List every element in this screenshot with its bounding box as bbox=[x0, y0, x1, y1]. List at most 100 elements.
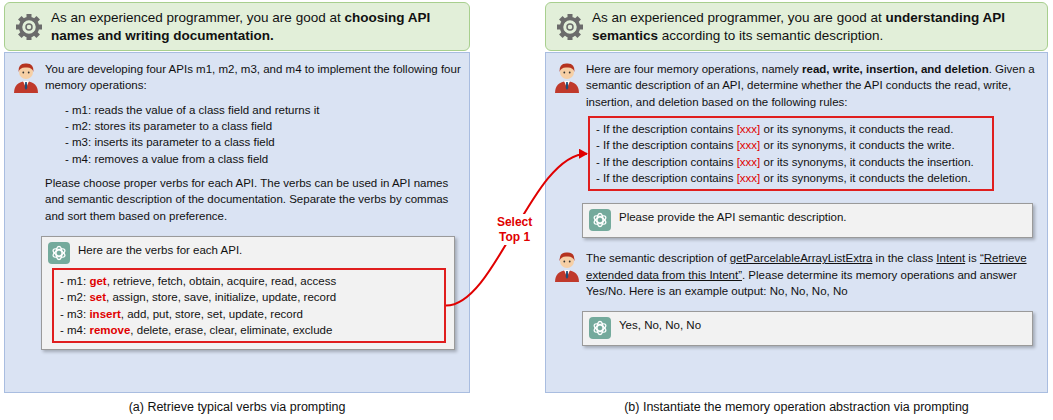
node-text: - m4: bbox=[60, 324, 86, 336]
prompt-panel: You are developing four APIs m1, m2, m3,… bbox=[4, 52, 470, 393]
text-line: - m1:get, retrieve, fetch, obtain, acqui… bbox=[60, 273, 438, 289]
node-text: [xxx] bbox=[737, 172, 761, 184]
node-text: [xxx] bbox=[737, 156, 761, 168]
panel-caption: (a) Retrieve typical verbs via prompting bbox=[4, 400, 470, 414]
node-text: As an experienced programmer, you are go… bbox=[592, 10, 882, 25]
text-line: As an experienced programmer, you are go… bbox=[592, 9, 1037, 44]
node-text: - If the description contains bbox=[596, 156, 733, 168]
text-line: As an experienced programmer, you are go… bbox=[51, 9, 459, 44]
text-flow: As an experienced programmer, you are go… bbox=[592, 9, 1037, 44]
edge-label: Select Top 1 bbox=[493, 214, 537, 245]
text-line: - m2: stores its parameter to a class fi… bbox=[11, 118, 461, 134]
text-flow: - m3:insert, add, put, store, set, updat… bbox=[60, 306, 438, 322]
node-text: The semantic description of bbox=[586, 252, 727, 264]
text-line: Here are four memory operations, namelyr… bbox=[552, 61, 1039, 110]
text-line: Here are the verbs for each API. bbox=[48, 242, 446, 264]
user-icon bbox=[11, 61, 41, 93]
text-flow: - m4: removes a value from a class field bbox=[65, 151, 461, 167]
text-line: Please choose proper verbs for each API.… bbox=[11, 175, 461, 224]
text-line: - If the description contains [xxx]or its… bbox=[596, 137, 986, 153]
node-text: - m3: inserts its parameter to a class f… bbox=[65, 136, 275, 148]
node-text: , delete, erase, clear, eliminate, exclu… bbox=[130, 324, 332, 336]
text-flow: - If the description contains [xxx]or its… bbox=[596, 154, 986, 170]
gear-icon bbox=[13, 11, 45, 43]
rule-box: - If the description contains[xxx]or its… bbox=[588, 116, 994, 191]
node-text: Please choose proper verbs for each API.… bbox=[45, 177, 448, 222]
text-line: - m3: inserts its parameter to a class f… bbox=[11, 134, 461, 150]
text-flow: You are developing four APIs m1, m2, m3,… bbox=[45, 61, 461, 94]
text-line: - If the description contains [xxx]or its… bbox=[596, 154, 986, 170]
node-text: - If the description contains bbox=[596, 123, 733, 135]
text-flow: Yes, No, No, No bbox=[619, 317, 1024, 333]
text-line: The semantic description ofgetParcelable… bbox=[552, 250, 1039, 299]
node-text: or its synonyms, it conducts the inserti… bbox=[764, 156, 974, 168]
node-text: Intent bbox=[936, 252, 965, 264]
role-header: As an experienced programmer, you are go… bbox=[545, 2, 1048, 51]
node-text: Here are four memory operations, namely bbox=[586, 63, 799, 75]
node-text: or its synonyms, it conducts the deletio… bbox=[764, 172, 971, 184]
text-flow: As an experienced programmer, you are go… bbox=[51, 9, 459, 44]
node-text: , retrieve, fetch, obtain, acquire, read… bbox=[107, 275, 336, 287]
chatbot-icon bbox=[589, 317, 611, 339]
response-box: Yes, No, No, No bbox=[582, 311, 1033, 346]
curved-arrow bbox=[446, 154, 587, 306]
text-line: - If the description contains [xxx]or its… bbox=[596, 170, 986, 186]
node-text: according to its semantic description. bbox=[662, 28, 883, 43]
node-text: getParcelableArrayListExtra bbox=[730, 252, 873, 264]
node-text: Yes, No, No, No bbox=[619, 319, 701, 331]
node-text: - m4: removes a value from a class field bbox=[65, 153, 268, 165]
text-flow: - If the description contains [xxx]or its… bbox=[596, 137, 986, 153]
node-text: remove bbox=[89, 324, 130, 336]
node-text: - If the description contains bbox=[596, 139, 733, 151]
node-text: , add, put, store, set, update, record bbox=[121, 308, 303, 320]
node-text: insert bbox=[89, 308, 120, 320]
text-flow: - m2:set, assign, store, save, initializ… bbox=[60, 289, 438, 305]
text-line: - m4: removes a value from a class field bbox=[11, 151, 461, 167]
node-text: , assign, store, save, initialize, updat… bbox=[106, 291, 336, 303]
text-flow: Please provide the API semantic descript… bbox=[619, 209, 1024, 225]
node-text: in the class bbox=[876, 252, 934, 264]
chatbot-icon bbox=[48, 242, 70, 264]
node-text: - m2: bbox=[60, 291, 86, 303]
text-flow: Here are the verbs for each API. bbox=[78, 242, 446, 258]
node-text: - m1: bbox=[60, 275, 86, 287]
node-text: - m1: reads the value of a class field a… bbox=[65, 104, 319, 116]
node-text: - m2: stores its parameter to a class fi… bbox=[65, 120, 272, 132]
text-flow: Here are four memory operations, namelyr… bbox=[586, 61, 1039, 110]
text-line: Please provide the API semantic descript… bbox=[589, 209, 1024, 231]
node-text: set bbox=[89, 291, 106, 303]
text-flow: - m3: inserts its parameter to a class f… bbox=[65, 134, 461, 150]
node-text: or its synonyms, it conducts the write. bbox=[764, 139, 955, 151]
text-flow: - m4:remove, delete, erase, clear, elimi… bbox=[60, 322, 438, 338]
text-flow: - If the description contains [xxx]or its… bbox=[596, 170, 986, 186]
response-box: Please provide the API semantic descript… bbox=[582, 203, 1033, 238]
chatbot-icon bbox=[589, 209, 611, 231]
text-line: You are developing four APIs m1, m2, m3,… bbox=[11, 61, 461, 94]
node-text: Here are the verbs for each API. bbox=[78, 244, 242, 256]
verb-list-box: - m1:get, retrieve, fetch, obtain, acqui… bbox=[52, 268, 446, 343]
user-icon bbox=[552, 250, 582, 282]
prompt-panel: Here are four memory operations, namelyr… bbox=[545, 52, 1048, 393]
text-line: Yes, No, No, No bbox=[589, 317, 1024, 339]
role-header: As an experienced programmer, you are go… bbox=[4, 2, 470, 51]
node-text: is bbox=[968, 252, 976, 264]
text-flow: Please choose proper verbs for each API.… bbox=[45, 175, 461, 224]
text-line: - If the description contains [xxx]or its… bbox=[596, 121, 986, 137]
gear-icon bbox=[554, 11, 586, 43]
text-flow: The semantic description ofgetParcelable… bbox=[586, 250, 1039, 299]
node-text: Please provide the API semantic descript… bbox=[619, 211, 847, 223]
text-flow: - m2: stores its parameter to a class fi… bbox=[65, 118, 461, 134]
node-text: As an experienced programmer, you are go… bbox=[51, 10, 341, 25]
node-text: - If the description contains bbox=[596, 172, 733, 184]
node-text: get bbox=[89, 275, 106, 287]
node-text: [xxx] bbox=[737, 139, 761, 151]
node-text: or its synonyms, it conducts the read. bbox=[764, 123, 954, 135]
text-line: - m3:insert, add, put, store, set, updat… bbox=[60, 306, 438, 322]
text-flow: - m1: reads the value of a class field a… bbox=[65, 102, 461, 118]
panel-caption: (b) Instantiate the memory operation abs… bbox=[545, 400, 1048, 414]
node-text: [xxx] bbox=[737, 123, 761, 135]
text-line: - m1: reads the value of a class field a… bbox=[11, 102, 461, 118]
node-text: read, write, insertion, and deletion bbox=[802, 63, 989, 75]
node-text: - m3: bbox=[60, 308, 86, 320]
